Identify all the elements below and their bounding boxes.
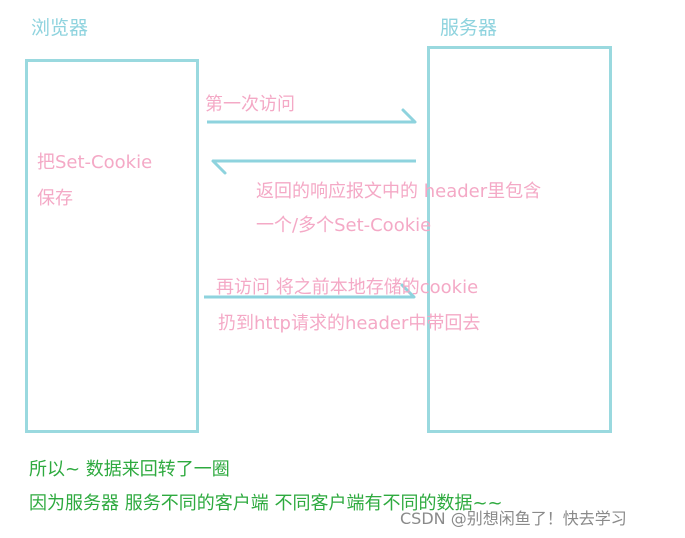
response-label-line2: 一个/多个Set-Cookie bbox=[256, 215, 432, 236]
csdn-watermark: CSDN @别想闲鱼了！快去学习 bbox=[400, 509, 627, 528]
server-title: 服务器 bbox=[440, 17, 498, 39]
revisit-label-line1: 再访问 将之前本地存储的cookie bbox=[216, 277, 479, 298]
revisit-label-line2: 扔到http请求的header中带回去 bbox=[218, 313, 481, 334]
footer-line2: 因为服务器 服务不同的客户端 不同客户端有不同的数据~~ bbox=[29, 493, 503, 514]
response-arrow bbox=[211, 159, 416, 175]
server-box bbox=[427, 46, 612, 433]
response-label-line1: 返回的响应报文中的 header里包含 bbox=[256, 181, 542, 202]
browser-box bbox=[25, 59, 199, 433]
browser-note-line1: 把Set-Cookie bbox=[37, 152, 153, 173]
browser-note-line2: 保存 bbox=[37, 188, 73, 209]
first-visit-label: 第一次访问 bbox=[205, 94, 295, 115]
footer-line1: 所以~ 数据来回转了一圈 bbox=[29, 459, 230, 480]
browser-title: 浏览器 bbox=[31, 17, 89, 39]
